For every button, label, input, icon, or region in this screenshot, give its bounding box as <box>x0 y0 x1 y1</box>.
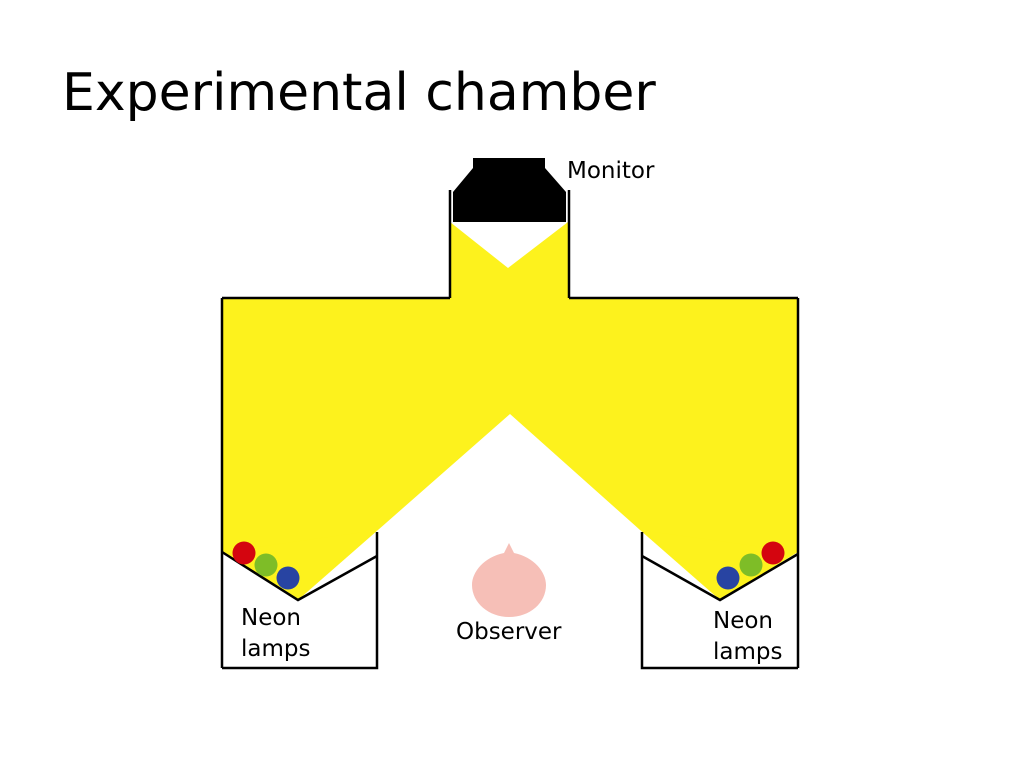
neon-lamp-icon-blue <box>276 566 300 590</box>
left-light-beam <box>222 530 378 600</box>
neon-lamp-icon-blue <box>716 566 740 590</box>
chamber-walls <box>220 190 800 670</box>
light-field-shape <box>222 298 798 552</box>
left-lamp-housing <box>222 532 379 670</box>
neon-lamp-icon-green <box>739 553 763 577</box>
monitor-label: Monitor <box>567 158 655 184</box>
slide-title: Experimental chamber <box>62 63 656 123</box>
observer-label: Observer <box>456 619 562 645</box>
left-lamps-label-line-1: Neon <box>241 605 301 631</box>
light-field <box>222 222 798 600</box>
left-lamps-label-line-2: lamps <box>241 636 310 662</box>
monitor-icon <box>453 158 566 222</box>
right-lamps-label-line-2: lamps <box>713 639 782 665</box>
left-neon-lamps <box>232 541 300 590</box>
left-lamp-reflector <box>221 550 378 602</box>
neon-lamp-icon-red <box>761 541 785 565</box>
right-neon-lamps <box>716 541 785 590</box>
neon-lamp-icon-green <box>254 553 278 577</box>
monitor-light-cone <box>450 222 568 298</box>
right-lamps-label-line-1: Neon <box>713 608 773 634</box>
right-light-beam <box>640 530 798 600</box>
neon-lamp-icon-red <box>232 541 256 565</box>
right-lamp-housing <box>640 532 798 670</box>
right-lamp-reflector <box>641 552 799 602</box>
observer-icon <box>472 543 546 617</box>
